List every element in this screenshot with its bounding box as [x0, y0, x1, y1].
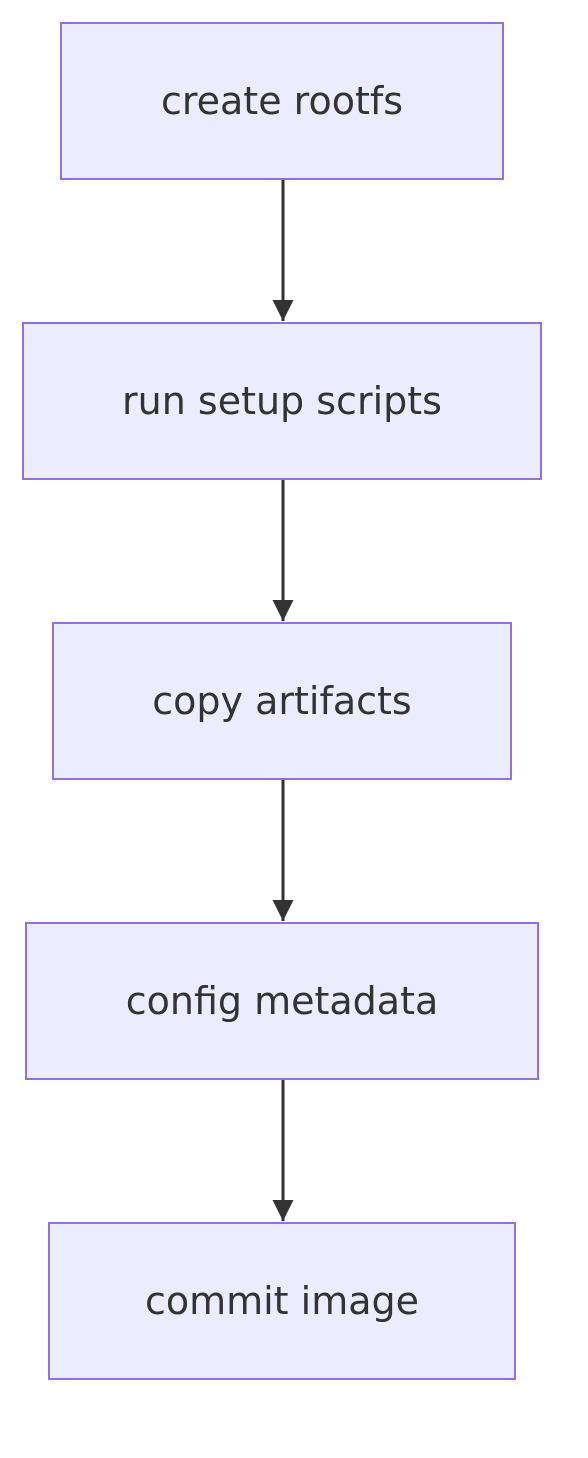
node-label: copy artifacts	[152, 679, 412, 723]
node-label: config metadata	[125, 979, 439, 1023]
node-label: run setup scripts	[122, 379, 442, 423]
node-copy-artifacts: copy artifacts	[52, 622, 512, 780]
node-label: create rootfs	[160, 79, 404, 123]
node-commit-image: commit image	[48, 1222, 516, 1380]
node-label: commit image	[144, 1279, 420, 1323]
node-run-setup-scripts: run setup scripts	[22, 322, 542, 480]
node-create-rootfs: create rootfs	[60, 22, 504, 180]
node-config-metadata: config metadata	[25, 922, 539, 1080]
